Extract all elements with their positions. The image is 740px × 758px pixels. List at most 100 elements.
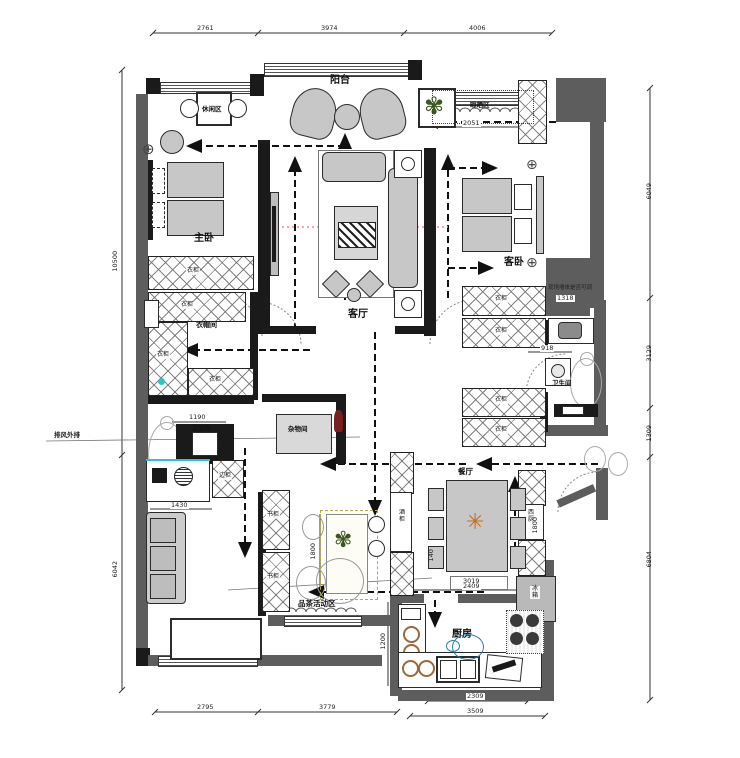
cabinet-label-wardrobe: 衣柜 [186, 267, 201, 275]
cloak-vanity [144, 300, 159, 328]
dim-1190: 1190 [188, 413, 207, 421]
master-pillow-2 [152, 202, 165, 228]
guest-mattress-1 [462, 178, 512, 214]
person-figure-tub-head [160, 416, 174, 430]
room-label-tea: 品茶活动区 [298, 599, 336, 608]
wall-storage-right [336, 402, 346, 464]
dim-right-1: 6049 [645, 182, 654, 200]
kitchen-bowl-3 [402, 660, 419, 677]
dim-left-lower: 6042 [111, 560, 120, 578]
cabinet-label-fridge: 冰箱 [530, 585, 540, 600]
room-label-cloakroom: 衣帽间 [196, 321, 217, 329]
dim-right-2: 3129 [645, 344, 654, 362]
cabinet-label-wardrobe: 衣柜 [180, 301, 195, 309]
cabinet-label-wine: 酒柜 [397, 509, 407, 524]
guest-pillow-2 [514, 218, 532, 244]
wall-entry-top [540, 425, 608, 436]
target-icon: ⊕ [142, 140, 155, 158]
left-bath-sink [192, 432, 218, 456]
suite-sofa-cushion-1 [150, 518, 176, 543]
dim-1318: 1318 [556, 294, 575, 302]
wall-kitchen-top-b [458, 594, 548, 603]
cabinet-label-wardrobe: 衣柜 [494, 396, 509, 404]
wall-right-upper [590, 118, 604, 308]
kitchen-bowl-1 [403, 626, 420, 643]
wall-bottom-left-band [148, 655, 382, 666]
wall-corner-bl [136, 648, 150, 666]
wall-cloak-bottom [148, 396, 254, 404]
guest-wardrobe-2 [462, 318, 546, 348]
balcony-planter [418, 88, 456, 128]
kitchen-bowl-4 [418, 660, 435, 677]
master-round-chair [160, 130, 184, 154]
entry-door-leaf [556, 484, 597, 508]
guest-headboard [536, 176, 544, 254]
cabinet-label-westkitchen: 西厨 [526, 509, 536, 524]
wall-corner-tl [146, 78, 160, 94]
room-label-living: 客厅 [348, 309, 368, 320]
dim-left-upper: 10500 [111, 250, 120, 272]
target-icon: ⊕ [526, 255, 538, 271]
dim-bottom-3: 3509 [466, 707, 485, 715]
room-label-balcony: 阳台 [330, 75, 350, 86]
drying-zone [432, 90, 534, 124]
tv-screen [272, 206, 276, 262]
dim-140: 140 [426, 549, 435, 562]
wall-under-living-a [258, 326, 316, 334]
wicker-chair-2 [296, 566, 326, 600]
cabinet-label-wardrobe: 衣柜 [156, 351, 171, 359]
cabinet-label-wardrobe: 衣柜 [494, 426, 509, 434]
dim-kitchen-depth: 1200 [379, 632, 388, 650]
dim-918: 918 [540, 344, 555, 352]
room-label-master: 主卧 [194, 233, 214, 244]
wall-post [408, 60, 422, 80]
person-figure-entry-2 [608, 452, 628, 476]
kitchen-small-appliance [401, 608, 421, 620]
tea-chair-2 [368, 540, 385, 557]
dim-bottom-1: 2795 [196, 703, 215, 711]
dim-1430: 1430 [170, 501, 189, 509]
dining-chair-r3 [510, 546, 526, 569]
tea-chair-left [302, 514, 324, 540]
cabinet-label-wardrobe: 衣柜 [494, 327, 509, 335]
balcony-round-table [334, 104, 360, 130]
plant-icon: ✾ [334, 528, 353, 553]
kettle-sketch-spout [446, 640, 460, 652]
leisure-chair-left [180, 99, 199, 118]
wall-living-guest [424, 148, 436, 336]
dim-kitchen-top: 2409 [462, 582, 481, 590]
end-table-bottom-speaker [401, 297, 415, 311]
kitchen-sink-basin-2 [460, 660, 476, 679]
dining-table [446, 480, 508, 572]
kitchen-sink-basin-1 [440, 660, 457, 679]
stove-burner-1 [510, 614, 523, 627]
living-stool [347, 288, 361, 302]
dim-top-1: 2761 [196, 24, 215, 32]
suite-sofa-cushion-2 [150, 546, 176, 571]
room-label-drying: 晾晒区 [470, 101, 490, 109]
wall-flue-block [546, 258, 590, 316]
wall-kitchen-top-a [402, 594, 424, 603]
dim-bottom-inner: 2309 [466, 692, 485, 700]
dim-2051: 2051 [462, 119, 481, 127]
dim-right-3: 1309 [645, 424, 654, 442]
room-label-bath-left: 卫生间 [192, 425, 211, 432]
plant-icon: ✾ [424, 92, 445, 120]
dining-chair-l3 [428, 546, 444, 569]
suite-sofa-cushion-3 [150, 574, 176, 599]
end-table-top-speaker [401, 157, 415, 171]
window-tea [284, 616, 362, 627]
dim-top-2: 3974 [320, 24, 339, 32]
basin-sink [558, 322, 582, 339]
wall-left [136, 94, 148, 654]
counter-appliance [152, 468, 167, 483]
cabinet-label-bookcase: 书柜 [266, 573, 281, 581]
wine-cabinet-top [390, 452, 414, 494]
washing-machine-door [551, 364, 565, 378]
tea-chair-1 [368, 516, 385, 533]
stove-burner-4 [526, 632, 539, 645]
room-label-leisure: 休闲区 [202, 105, 222, 113]
structural-shaft [518, 80, 547, 144]
room-label-bath-right: 卫生间 [552, 379, 572, 387]
room-label-dining: 餐厅 [458, 467, 473, 476]
